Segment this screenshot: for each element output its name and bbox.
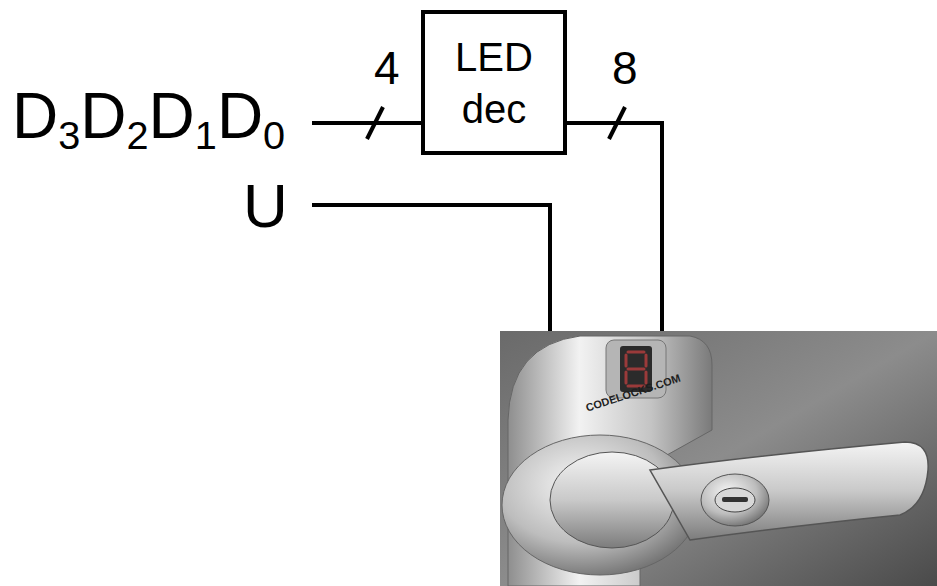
bus-width: 8: [612, 42, 638, 95]
subscript: 2: [127, 113, 149, 157]
subscript: 1: [195, 113, 217, 157]
bus-wire: [567, 123, 662, 331]
box-label: LED dec: [443, 31, 545, 135]
signal-letter: D: [80, 80, 126, 152]
photo-ground: [500, 331, 937, 586]
signal-letter: D: [217, 80, 263, 152]
key-cylinder: [701, 474, 769, 526]
brand-mark: CODELOCKS.COM: [584, 372, 682, 415]
lock-photo: [500, 331, 937, 586]
bus-slash: [609, 107, 625, 139]
bus-width: 4: [374, 42, 400, 95]
bus-wire: [312, 121, 421, 125]
lock-knob: [550, 452, 674, 548]
lock-rose: [502, 435, 698, 575]
data-input-name: D3D2D1D0: [12, 80, 285, 154]
bus-slash: [367, 107, 383, 139]
display-segments: [626, 352, 646, 386]
subscript: 0: [263, 113, 285, 157]
decoder-box: LED dec: [421, 10, 567, 155]
subscript: 3: [58, 113, 80, 157]
lever-handle: [650, 442, 928, 540]
signal-letter: D: [12, 80, 58, 152]
signal-name: U: [243, 170, 288, 241]
unlock-wire: [312, 205, 550, 331]
signal-letter: D: [149, 80, 195, 152]
key-plug: [715, 488, 755, 512]
keyhole: [722, 497, 748, 502]
